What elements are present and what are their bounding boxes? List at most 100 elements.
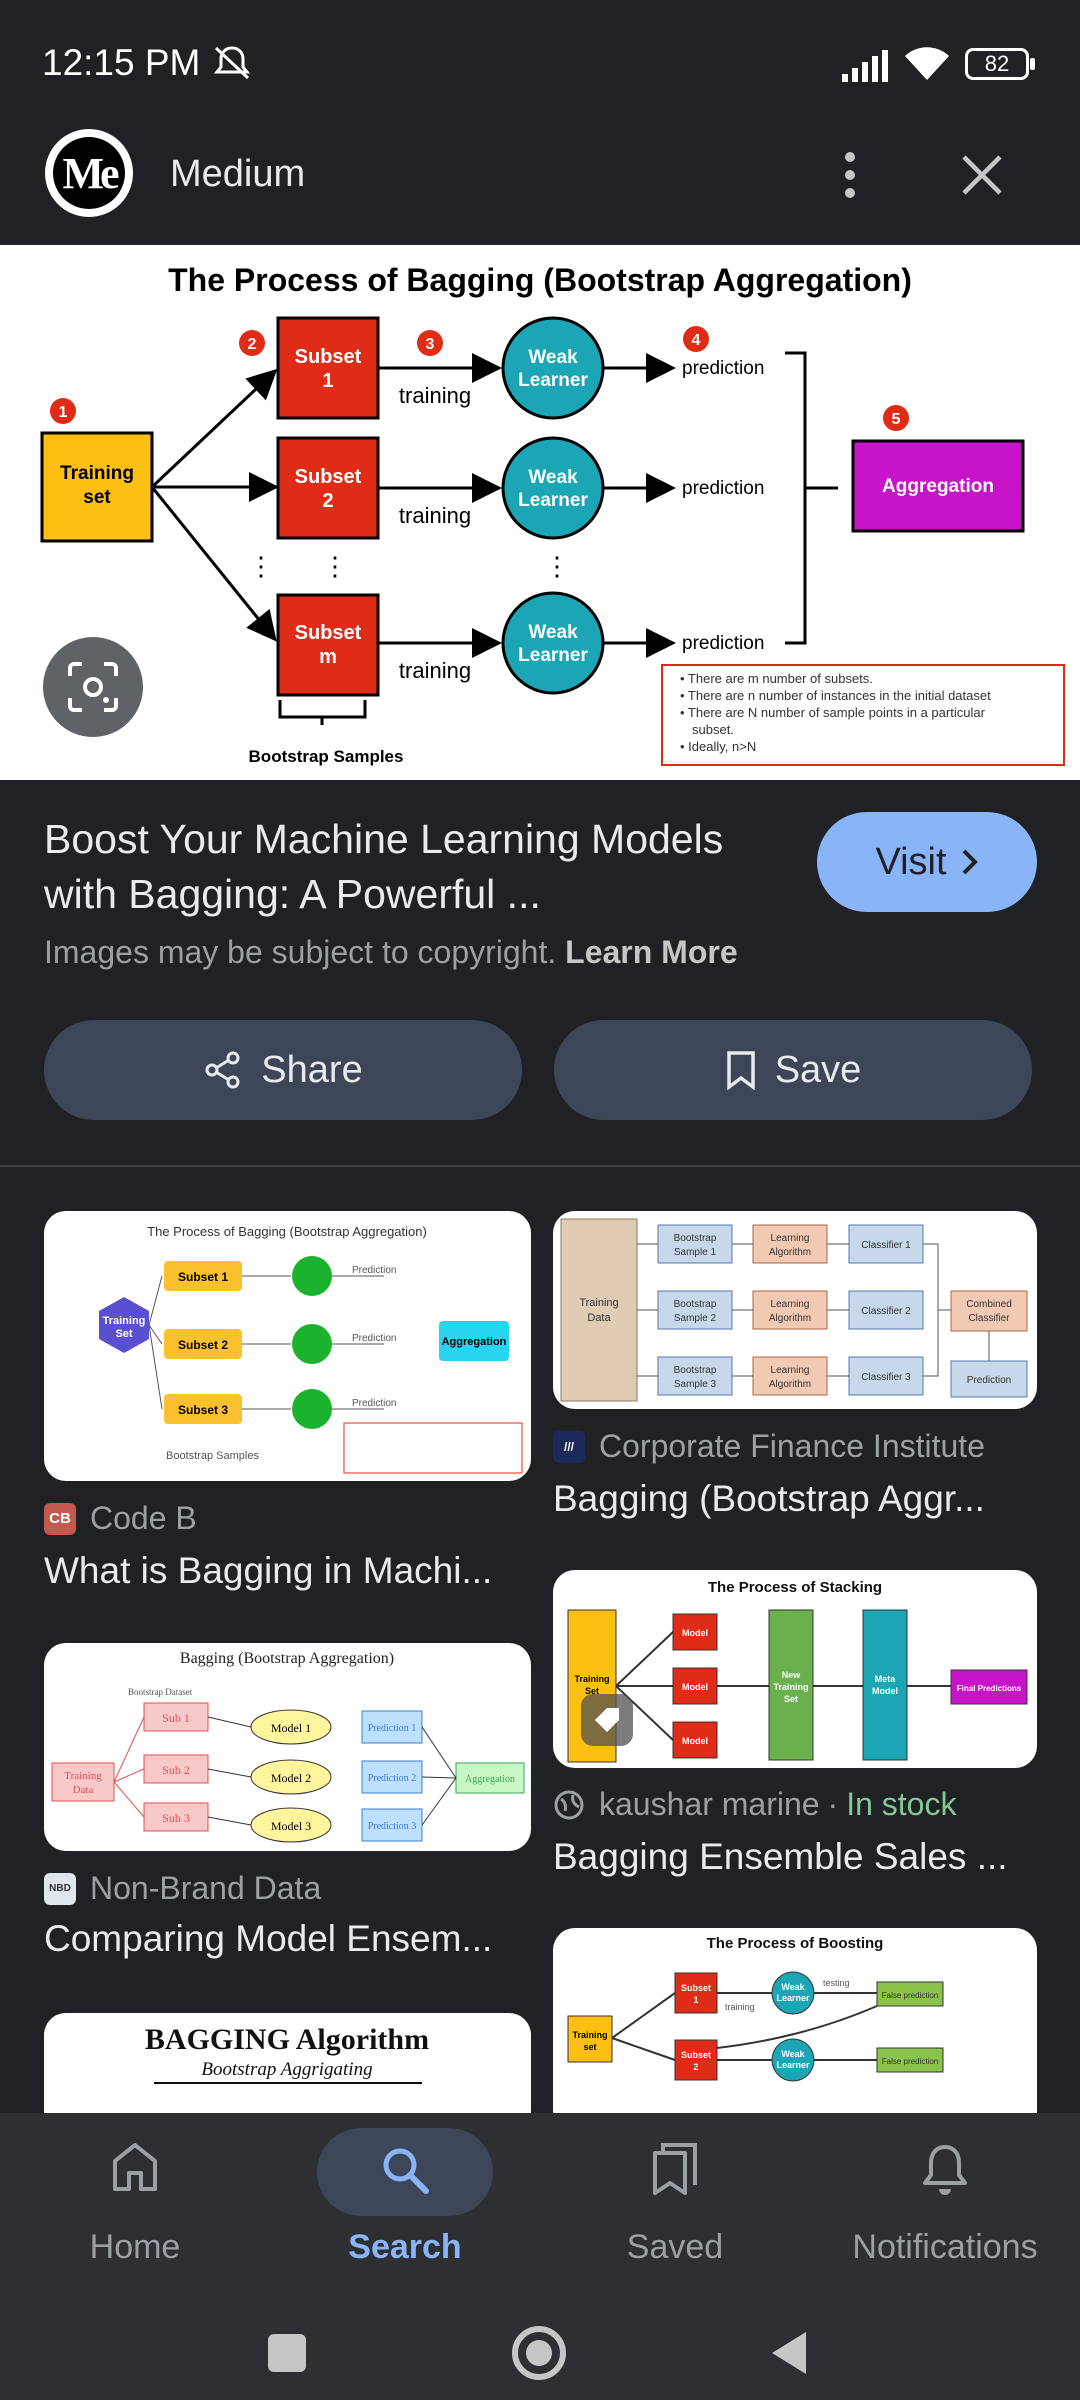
battery-tip (1030, 58, 1035, 70)
svg-text:Prediction: Prediction (352, 1265, 396, 1276)
nav-saved[interactable]: Saved (540, 2113, 810, 2313)
svg-text:1: 1 (693, 1995, 698, 2005)
thumb-bagging-2: Bagging (Bootstrap Aggregation) Bootstra… (51, 1650, 525, 1843)
more-options-icon[interactable] (830, 147, 870, 203)
svg-text:Sample 2: Sample 2 (674, 1313, 717, 1324)
battery-level: 82 (984, 51, 1010, 76)
svg-text:Data: Data (587, 1312, 611, 1324)
source-code-b[interactable]: CB Code B (44, 1500, 197, 1537)
related-title-cfi[interactable]: Bagging (Bootstrap Aggr... (553, 1478, 985, 1519)
svg-text:Model 1: Model 1 (271, 1721, 311, 1735)
svg-text:training: training (399, 503, 471, 528)
svg-text:Meta: Meta (875, 1674, 896, 1684)
chevron-right-icon (962, 849, 978, 875)
svg-text:⋮: ⋮ (544, 551, 570, 581)
svg-text:Subset: Subset (295, 622, 362, 644)
svg-text:Learning: Learning (771, 1365, 810, 1376)
svg-text:Subset 3: Subset 3 (178, 1403, 228, 1417)
weak-learner-m (501, 591, 605, 695)
diagram-title: The Process of Bagging (Bootstrap Aggreg… (168, 262, 912, 298)
svg-text:2: 2 (693, 2062, 698, 2072)
svg-text:Weak: Weak (528, 347, 578, 368)
visit-label: Visit (875, 840, 947, 883)
svg-text:Learner: Learner (518, 370, 588, 391)
svg-text:Subset 2: Subset 2 (178, 1338, 228, 1352)
source-header: Me Medium (0, 125, 1080, 245)
svg-text:Final Predictions: Final Predictions (957, 1684, 1022, 1693)
nav-home-label: Home (89, 2228, 181, 2266)
svg-text:Subset 1: Subset 1 (178, 1270, 228, 1284)
source-cfi[interactable]: /// Corporate Finance Institute (553, 1428, 985, 1465)
recents-button[interactable] (268, 2334, 306, 2372)
related-thumb-code-b[interactable]: The Process of Bagging (Bootstrap Aggreg… (44, 1211, 531, 1481)
svg-text:Model 3: Model 3 (271, 1819, 311, 1833)
svg-text:set: set (583, 2042, 596, 2052)
svg-text:New: New (782, 1670, 802, 1680)
search-icon (383, 2148, 429, 2194)
site-name[interactable]: Medium (170, 153, 306, 195)
main-image[interactable]: The Process of Bagging (Bootstrap Aggreg… (0, 245, 1080, 780)
svg-text:Classifier 3: Classifier 3 (861, 1372, 911, 1383)
nav-search-label: Search (348, 2228, 462, 2266)
svg-text:• Ideally, n>N: • Ideally, n>N (680, 739, 756, 754)
save-label: Save (774, 1048, 862, 1091)
svg-text:False prediction: False prediction (882, 2057, 938, 2066)
related-title-non-brand[interactable]: Comparing Model Ensem... (44, 1918, 493, 1959)
svg-text:4: 4 (692, 332, 701, 349)
nav-search[interactable]: Search (270, 2113, 540, 2313)
svg-text:Training: Training (579, 1297, 618, 1309)
related-title-code-b[interactable]: What is Bagging in Machi... (44, 1550, 493, 1591)
svg-text:Set: Set (115, 1328, 132, 1340)
signal-icon (842, 50, 888, 82)
nav-notifications[interactable]: Notifications (810, 2113, 1080, 2313)
svg-text:Training: Training (773, 1682, 808, 1692)
subset-1-box (276, 316, 380, 420)
nav-home[interactable]: Home (0, 2113, 270, 2313)
result-title[interactable]: Boost Your Machine Learning Models with … (44, 816, 724, 917)
related-thumb-non-brand[interactable]: Bagging (Bootstrap Aggregation) Bootstra… (44, 1643, 531, 1851)
back-button[interactable] (770, 2330, 810, 2376)
copyright-text: Images may be subject to copyright. (44, 934, 557, 970)
source-kaushar[interactable]: kaushar marine · In stock (553, 1786, 956, 1823)
learn-more-link[interactable]: Learn More (565, 934, 738, 970)
svg-text:Prediction 3: Prediction 3 (368, 1821, 417, 1832)
svg-text:Set: Set (784, 1694, 798, 1704)
wifi-icon (905, 47, 949, 80)
medium-logo[interactable]: Me (45, 129, 133, 217)
svg-text:Sample 1: Sample 1 (674, 1247, 717, 1258)
source-name: Non-Brand Data (90, 1870, 322, 1906)
svg-text:Training: Training (103, 1315, 146, 1327)
related-title-kaushar[interactable]: Bagging Ensemble Sales ... (553, 1836, 1008, 1877)
home-system-button[interactable] (512, 2326, 566, 2380)
subset-2-box (276, 436, 380, 540)
save-button[interactable]: Save (554, 1020, 1032, 1120)
bagging-diagram: The Process of Bagging (Bootstrap Aggreg… (40, 262, 1065, 766)
weak-learner-1 (501, 316, 605, 420)
thumb-bagging-1: The Process of Bagging (Bootstrap Aggreg… (99, 1224, 523, 1474)
svg-text:m: m (319, 646, 337, 668)
svg-text:Weak: Weak (781, 2049, 805, 2059)
svg-text:Subset: Subset (681, 1983, 711, 1993)
svg-text:testing: testing (823, 1978, 850, 1988)
do-not-disturb-icon (213, 46, 251, 80)
visit-button[interactable]: Visit (817, 812, 1037, 912)
svg-text:Training: Training (60, 463, 134, 484)
source-name: Code B (90, 1500, 197, 1536)
svg-text:Data: Data (73, 1784, 94, 1796)
svg-text:Sub 2: Sub 2 (162, 1763, 190, 1777)
svg-text:⋮: ⋮ (322, 551, 348, 581)
svg-text:Learner: Learner (776, 2060, 810, 2070)
svg-text:Learning: Learning (771, 1233, 810, 1244)
svg-text:Training: Training (572, 2030, 607, 2040)
svg-text:Prediction 1: Prediction 1 (368, 1723, 417, 1734)
weak-learner-2 (501, 436, 605, 540)
lens-search-button[interactable] (43, 637, 143, 737)
close-icon[interactable] (958, 151, 1006, 199)
svg-text:Aggregation: Aggregation (442, 1336, 507, 1348)
share-button[interactable]: Share (44, 1020, 522, 1120)
source-non-brand[interactable]: NBD Non-Brand Data (44, 1870, 321, 1907)
